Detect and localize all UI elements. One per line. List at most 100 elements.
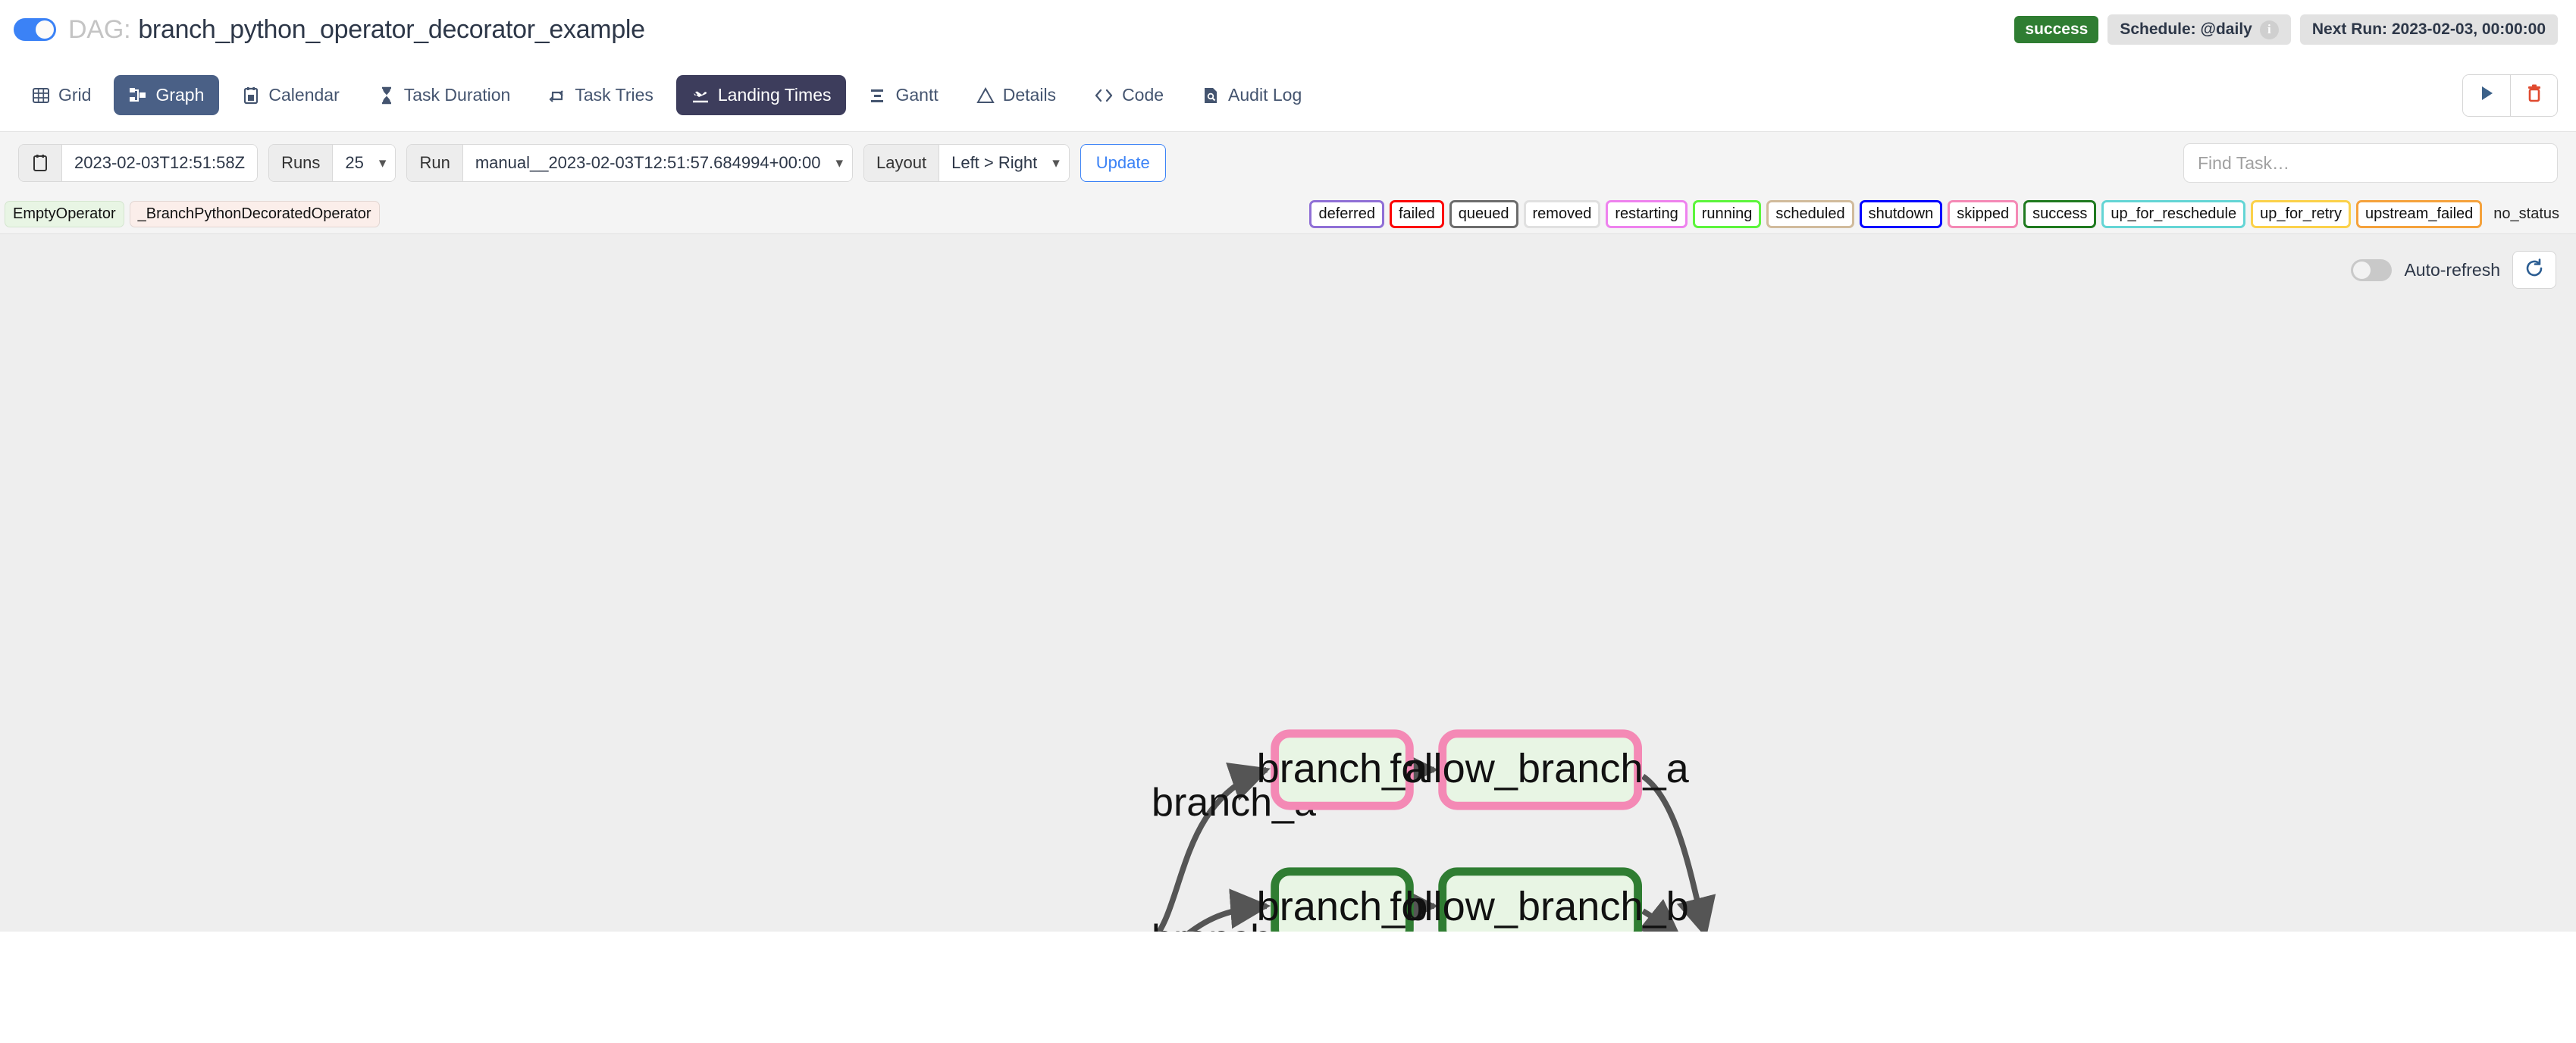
- edge-branching-branch_b: [1186, 888, 1271, 932]
- status-legend-success[interactable]: success: [2023, 199, 2097, 228]
- run-select[interactable]: manual__2023-02-03T12:51:57.684994+00:00…: [462, 145, 853, 181]
- page-header: DAG: branch_python_operator_decorator_ex…: [0, 0, 2576, 59]
- status-legend-upstream-failed[interactable]: upstream_failed: [2355, 199, 2483, 228]
- auto-refresh-toggle[interactable]: [2351, 258, 2393, 281]
- tab-task-tries[interactable]: Task Tries: [533, 75, 669, 115]
- status-legend-queued[interactable]: queued: [1449, 199, 1518, 228]
- chevron-down-icon: ▾: [835, 155, 844, 171]
- layout-label: Layout: [864, 145, 940, 181]
- status-legend-scheduled[interactable]: scheduled: [1766, 199, 1854, 228]
- tab-graph[interactable]: Graph: [114, 75, 220, 115]
- update-button[interactable]: Update: [1080, 144, 1166, 182]
- status-legend-running[interactable]: running: [1692, 199, 1762, 228]
- status-legend-no-status[interactable]: no_status: [2493, 205, 2559, 222]
- info-icon[interactable]: i: [2259, 20, 2279, 39]
- dag-pause-toggle[interactable]: [14, 18, 56, 41]
- runs-select-value: 25: [345, 153, 364, 172]
- grid-icon: [32, 86, 50, 105]
- layout-select-value: Left > Right: [951, 153, 1038, 172]
- run-group: Run manual__2023-02-03T12:51:57.684994+0…: [406, 144, 854, 182]
- status-legend-up-for-reschedule[interactable]: up_for_reschedule: [2101, 199, 2246, 228]
- tab-details-label: Details: [1002, 85, 1057, 105]
- landing-icon: [691, 86, 710, 105]
- status-legend-skipped[interactable]: skipped: [1948, 199, 2019, 228]
- next-run-label: Next Run: 2023-02-03, 00:00:00: [2311, 20, 2546, 39]
- node-label: branch_a: [1257, 746, 1429, 791]
- refresh-icon: [2524, 258, 2545, 283]
- tab-task-duration[interactable]: Task Duration: [362, 75, 526, 115]
- tab-grid[interactable]: Grid: [17, 75, 106, 115]
- dag-graph-svg[interactable]: branch_a branch_b branch_c branch_d run_…: [0, 234, 2576, 932]
- graph-edges: [1155, 749, 1716, 932]
- find-task-input[interactable]: [2183, 143, 2558, 183]
- operator-legend-branch-python-decorated-operator[interactable]: _BranchPythonDecoratedOperator: [129, 200, 380, 227]
- runs-select[interactable]: 25 ▾: [333, 145, 396, 181]
- trigger-dag-play-button[interactable]: [2463, 74, 2510, 116]
- runs-label: Runs: [269, 145, 334, 181]
- tab-landing-times[interactable]: Landing Times: [675, 75, 847, 115]
- dag-tab-bar: Grid Graph Calendar Task Duration Task T…: [0, 59, 2576, 132]
- status-badge: success: [2014, 16, 2099, 43]
- next-run-badge: Next Run: 2023-02-03, 00:00:00: [2299, 14, 2558, 45]
- node-label: branch_b: [1257, 884, 1428, 929]
- page-title: branch_python_operator_decorator_example: [138, 14, 645, 44]
- runs-group: Runs 25 ▾: [268, 144, 396, 182]
- gantt-icon: [869, 86, 887, 105]
- graph-node-follow_branch_b[interactable]: follow_branch_b: [1390, 867, 1689, 932]
- graph-controls-bar: 2023-02-03T12:51:58Z Runs 25 ▾ Run manua…: [0, 132, 2576, 194]
- trash-icon: [2524, 83, 2544, 107]
- tab-gantt[interactable]: Gantt: [854, 75, 953, 115]
- tab-task-tries-label: Task Tries: [575, 85, 653, 105]
- run-select-value: manual__2023-02-03T12:51:57.684994+00:00: [475, 153, 821, 172]
- tab-landing-times-label: Landing Times: [717, 85, 832, 105]
- edge-follow_branch_a-join: [1641, 774, 1716, 932]
- schedule-badge-label: Schedule: @daily: [2120, 20, 2252, 39]
- hourglass-icon: [378, 86, 396, 105]
- graph-node-follow_branch_a[interactable]: follow_branch_a: [1390, 729, 1690, 810]
- graph-canvas[interactable]: Auto-refresh: [0, 233, 2576, 932]
- tab-graph-label: Graph: [155, 85, 205, 105]
- refresh-button[interactable]: [2512, 251, 2556, 289]
- tab-details[interactable]: Details: [961, 75, 1071, 115]
- edge-follow_branch_b-join: [1637, 898, 1682, 932]
- status-legend-restarting[interactable]: restarting: [1606, 199, 1688, 228]
- node-label: follow_branch_a: [1390, 746, 1689, 791]
- layout-select[interactable]: Left > Right ▾: [939, 145, 1069, 181]
- status-legend-removed[interactable]: removed: [1523, 199, 1601, 228]
- execution-date-group: 2023-02-03T12:51:58Z: [18, 144, 259, 182]
- status-legend-deferred[interactable]: deferred: [1309, 199, 1384, 228]
- chevron-down-icon: ▾: [1052, 155, 1060, 171]
- tab-task-duration-label: Task Duration: [403, 85, 511, 105]
- dag-action-buttons: [2462, 74, 2558, 117]
- legend-bar: EmptyOperator _BranchPythonDecoratedOper…: [0, 194, 2576, 233]
- tab-gantt-label: Gantt: [895, 85, 939, 105]
- tab-calendar[interactable]: Calendar: [227, 75, 354, 115]
- status-legend-failed[interactable]: failed: [1389, 199, 1444, 228]
- tab-code-label: Code: [1122, 85, 1164, 105]
- edge-branching-branch_a: [1155, 763, 1271, 932]
- graph-node-branch_b[interactable]: branch_b: [1257, 867, 1428, 932]
- graph-node-branch_a[interactable]: branch_a: [1257, 729, 1429, 810]
- status-legend-up-for-retry[interactable]: up_for_retry: [2251, 199, 2351, 228]
- refresh-controls: Auto-refresh: [2351, 251, 2556, 289]
- header-badges: success Schedule: @daily i Next Run: 202…: [2014, 14, 2558, 45]
- calendar-picker-button[interactable]: [19, 145, 62, 181]
- triangle-icon: [976, 86, 995, 105]
- tab-audit-log-label: Audit Log: [1228, 85, 1302, 105]
- tab-code[interactable]: Code: [1079, 75, 1179, 115]
- run-label: Run: [407, 145, 463, 181]
- auto-refresh-label: Auto-refresh: [2404, 259, 2500, 280]
- calendar-icon: [242, 86, 260, 105]
- operator-legend-empty-operator[interactable]: EmptyOperator: [5, 200, 124, 227]
- layout-group: Layout Left > Right ▾: [863, 144, 1070, 182]
- schedule-badge[interactable]: Schedule: @daily i: [2107, 14, 2291, 45]
- dag-prefix-label: DAG:: [68, 14, 131, 44]
- execution-date-input[interactable]: 2023-02-03T12:51:58Z: [62, 145, 258, 181]
- status-legend-shutdown[interactable]: shutdown: [1859, 199, 1943, 228]
- chevron-down-icon: ▾: [378, 155, 387, 171]
- delete-dag-button[interactable]: [2510, 74, 2557, 116]
- tab-grid-label: Grid: [58, 85, 92, 105]
- graph-icon: [129, 86, 147, 105]
- tab-audit-log[interactable]: Audit Log: [1186, 75, 1317, 115]
- tab-calendar-label: Calendar: [268, 85, 340, 105]
